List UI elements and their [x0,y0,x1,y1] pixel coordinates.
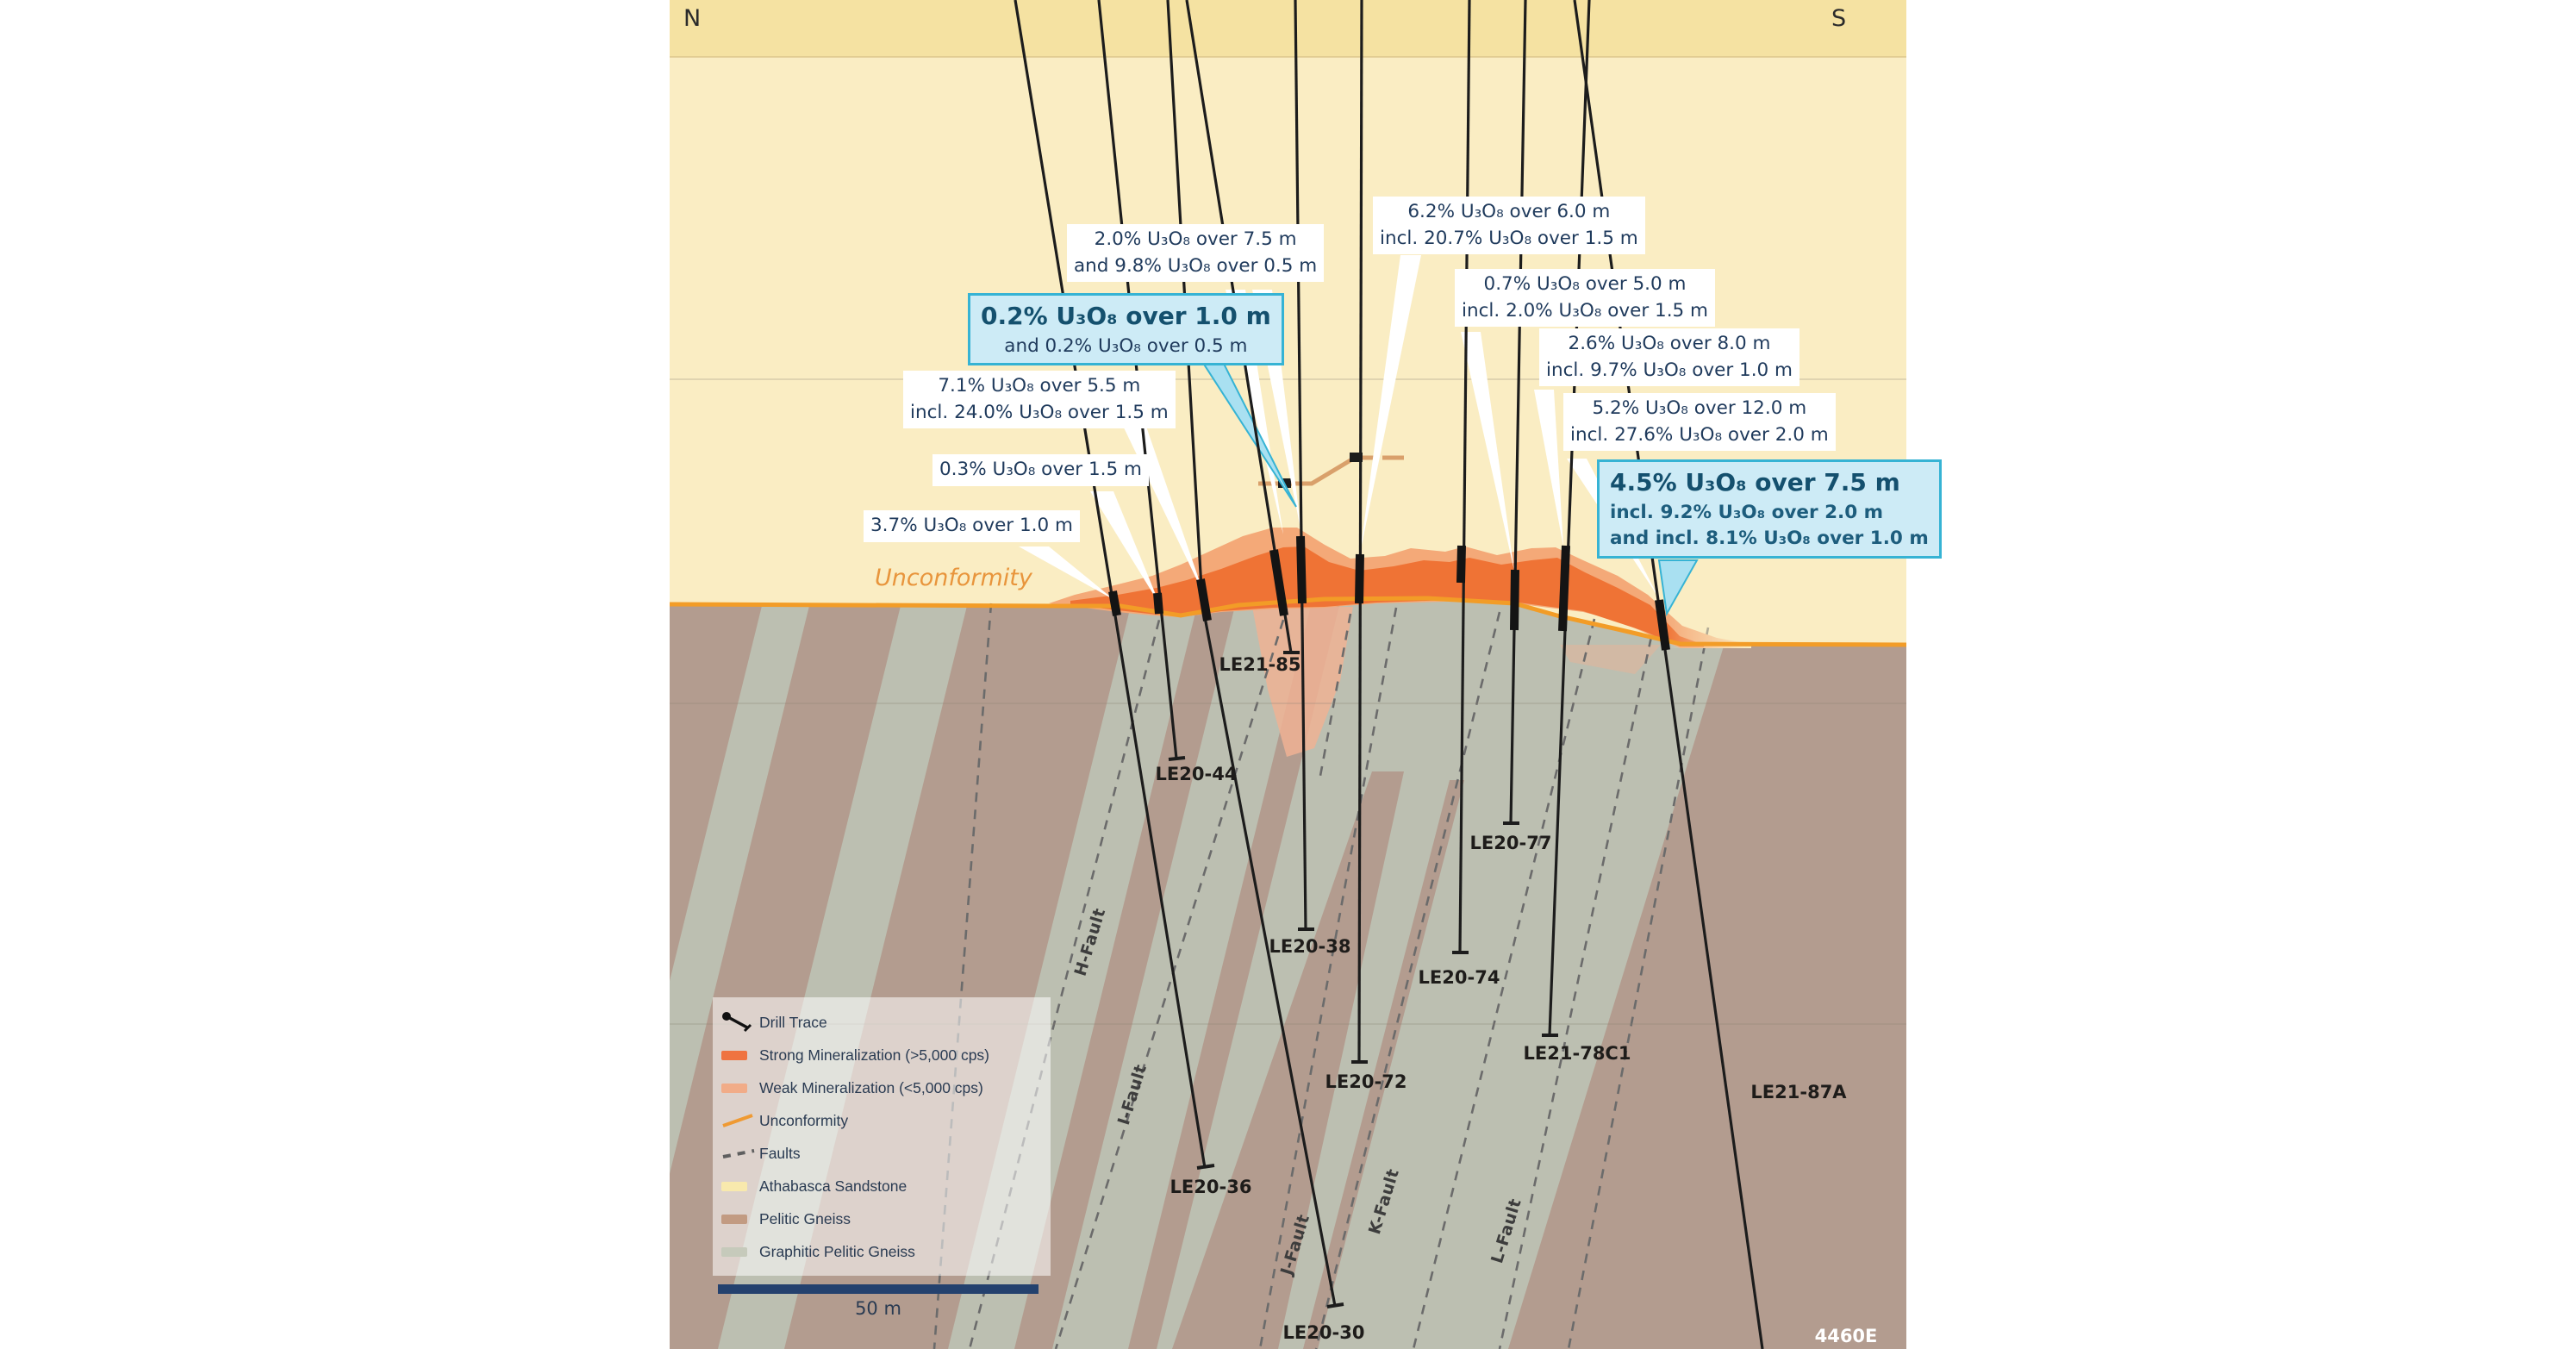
legend-item-faults: Faults [721,1137,1051,1170]
fault-line-icon [721,1144,759,1163]
annotation-0-3pct: 0.3% U₃O₈ over 1.5 m [932,454,1149,486]
legend-item-drill-trace: Drill Trace [721,1006,1051,1039]
legend: Drill Trace Strong Mineralization (>5,00… [713,997,1051,1276]
legend-item-athabasca-sandstone: Athabasca Sandstone [721,1170,1051,1202]
drill-label-le20-44: LE20-44 [1155,764,1238,784]
compass-north: N [683,5,702,32]
weak-mineralization-swatch [721,1083,747,1093]
annotation-3-7pct: 3.7% U₃O₈ over 1.0 m [864,510,1080,542]
scale-bar-label: 50 m [855,1298,901,1319]
legend-item-weak-mineralization: Weak Mineralization (<5,000 cps) [721,1071,1051,1104]
athabasca-sandstone-swatch [721,1181,747,1191]
compass-south: S [1831,5,1847,32]
strong-mineralization-swatch [721,1050,747,1060]
legend-item-strong-mineralization: Strong Mineralization (>5,000 cps) [721,1039,1051,1071]
drill-label-le20-74: LE20-74 [1418,967,1500,988]
drill-label-le20-77: LE20-77 [1469,833,1552,853]
unconformity-line [670,596,1906,647]
drill-label-le20-30: LE20-30 [1282,1322,1365,1343]
scale-bar [718,1284,1039,1294]
sandstone-top-strip [670,0,1906,57]
drill-trace-icon [721,1011,759,1034]
drill-label-le20-36: LE20-36 [1169,1177,1252,1197]
drill-label-le20-38: LE20-38 [1269,936,1351,957]
drill-label-le21-85: LE21-85 [1219,654,1301,675]
intersection-markers [1108,535,1670,651]
section-id-label: 4460E [1814,1326,1878,1346]
unconformity-line-icon [721,1111,759,1130]
legend-item-graphitic-pelitic-gneiss: Graphitic Pelitic Gneiss [721,1235,1051,1268]
drill-label-le21-87a: LE21-87A [1750,1082,1847,1102]
drill-end-ticks [1168,651,1558,1308]
graphitic-pelitic-gneiss-swatch [721,1246,747,1257]
drill-label-le21-78c1: LE21-78C1 [1523,1043,1631,1064]
pelitic-gneiss-swatch [721,1214,747,1224]
drill-label-le20-72: LE20-72 [1325,1071,1407,1092]
legend-item-unconformity: Unconformity [721,1104,1051,1137]
unconformity-label: Unconformity [875,565,1032,591]
legend-item-pelitic-gneiss: Pelitic Gneiss [721,1202,1051,1235]
annotation-4-5pct-highlighted: 4.5% U₃O₈ over 7.5 m incl. 9.2% U₃O₈ ove… [1597,459,1942,559]
